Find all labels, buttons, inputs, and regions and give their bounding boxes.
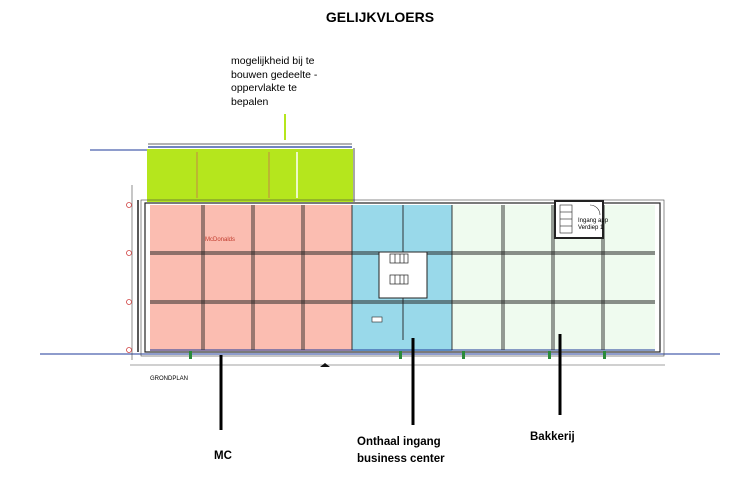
mc-zone: [150, 205, 352, 351]
grid-markers: [126, 202, 132, 353]
onthaal-label: Onthaal ingang business center: [357, 434, 445, 468]
annotation-line: bepalen: [231, 95, 269, 108]
onthaal-label-line: Onthaal ingang: [357, 436, 441, 448]
mcdonalds-plan-label: McDonalds: [205, 237, 235, 243]
bakkerij-label: Bakkerij: [530, 431, 575, 443]
app-entrance-label: Verdiep 1: [578, 225, 604, 231]
annotation-line: oppervlakte te: [231, 82, 297, 94]
app-entrance-core: [554, 200, 604, 239]
onthaal-label-line: business center: [357, 453, 445, 465]
page-title: GELIJKVLOERS: [325, 9, 435, 25]
annotation-line: bouwen gedeelte -: [231, 68, 318, 81]
annotation-line: mogelijkheid bij te: [231, 55, 315, 67]
app-entrance-label: Ingang app: [578, 218, 609, 224]
extension-zone: [147, 149, 353, 202]
mc-label: MC: [214, 450, 232, 462]
entrance-arrow-icon: [320, 363, 330, 367]
plan-caption: GRONDPLAN: [150, 376, 188, 382]
stairs-icon: [389, 253, 409, 285]
building-outline: [144, 202, 661, 353]
bakkerij-zone: [452, 205, 655, 351]
extension-annotation: mogelijkheid bij te bouwen gedeelte - op…: [231, 55, 317, 109]
